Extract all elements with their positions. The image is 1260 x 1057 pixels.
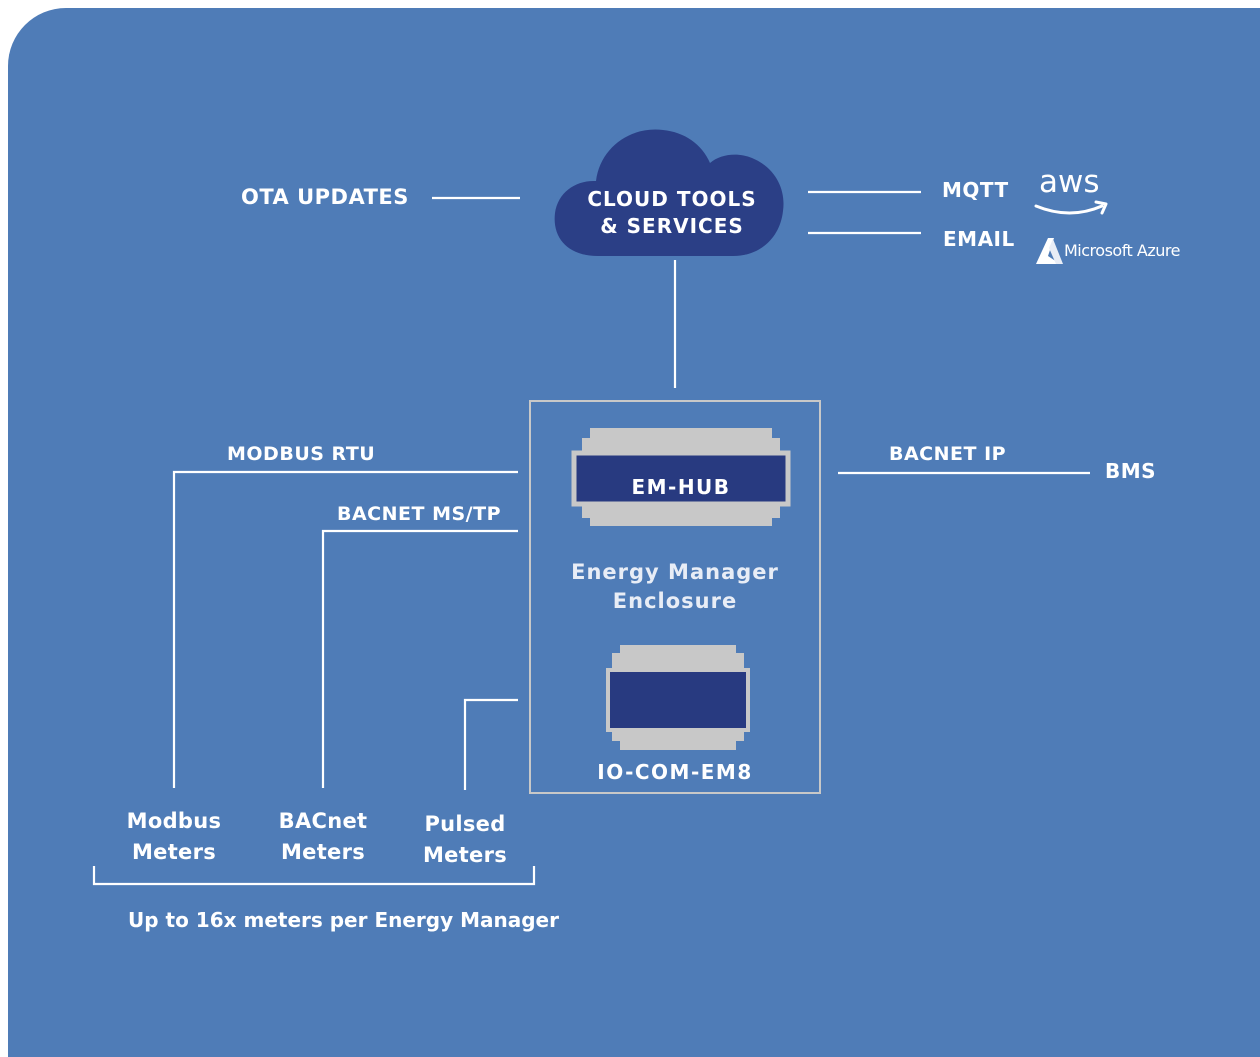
enclosure-title-line2: Enclosure bbox=[612, 589, 738, 613]
em-hub-label: EM-HUB bbox=[631, 475, 731, 499]
cloud-label: CLOUD TOOLS & SERVICES bbox=[568, 186, 776, 240]
bacnet-meters-line2: Meters bbox=[280, 840, 366, 864]
bms-label: BMS bbox=[1105, 459, 1157, 483]
bacnet-mstp-label: BACNET MS/TP bbox=[337, 503, 502, 525]
energy-manager-enclosure bbox=[529, 400, 821, 794]
modbus-meters-line1: Modbus bbox=[126, 809, 222, 833]
pulsed-connector bbox=[463, 698, 518, 790]
cloud-label-line1: CLOUD TOOLS bbox=[587, 187, 757, 211]
modbus-rtu-connector bbox=[172, 470, 518, 788]
pulsed-meters-label: Pulsed Meters bbox=[395, 809, 535, 871]
modbus-meters-label: Modbus Meters bbox=[104, 806, 244, 868]
cloud-icon bbox=[554, 129, 784, 256]
bacnet-meters-line1: BACnet bbox=[278, 809, 368, 833]
meters-bracket bbox=[92, 866, 536, 886]
email-label: EMAIL bbox=[943, 227, 1015, 251]
diagram-canvas bbox=[92, 129, 1108, 886]
aws-logo-icon bbox=[1034, 200, 1108, 215]
bacnet-ip-label: BACNET IP bbox=[889, 443, 1007, 465]
azure-logo-icon bbox=[1036, 238, 1063, 264]
mqtt-label: MQTT bbox=[942, 178, 1009, 202]
pulsed-meters-line1: Pulsed bbox=[424, 812, 506, 836]
pulsed-meters-line2: Meters bbox=[422, 843, 508, 867]
azure-logo-text: Microsoft Azure bbox=[1064, 241, 1180, 260]
modbus-meters-line2: Meters bbox=[131, 840, 217, 864]
cloud-label-line2: & SERVICES bbox=[600, 214, 744, 238]
em-hub-module bbox=[571, 428, 791, 526]
enclosure-title-line1: Energy Manager bbox=[571, 560, 779, 584]
enclosure-title: Energy Manager Enclosure bbox=[530, 558, 820, 616]
diagram-panel: CLOUD TOOLS & SERVICES OTA UPDATES MQTT … bbox=[8, 8, 1260, 1057]
ota-updates-label: OTA UPDATES bbox=[241, 185, 409, 209]
modbus-rtu-label: MODBUS RTU bbox=[227, 443, 376, 465]
bacnet-meters-label: BACnet Meters bbox=[253, 806, 393, 868]
io-com-em8-label: IO-COM-EM8 bbox=[597, 760, 753, 784]
bacnet-mstp-connector bbox=[321, 529, 518, 788]
aws-logo-text: aws bbox=[1039, 164, 1100, 200]
io-com-em8-module bbox=[606, 645, 750, 750]
meters-footnote: Up to 16x meters per Energy Manager bbox=[128, 908, 559, 932]
